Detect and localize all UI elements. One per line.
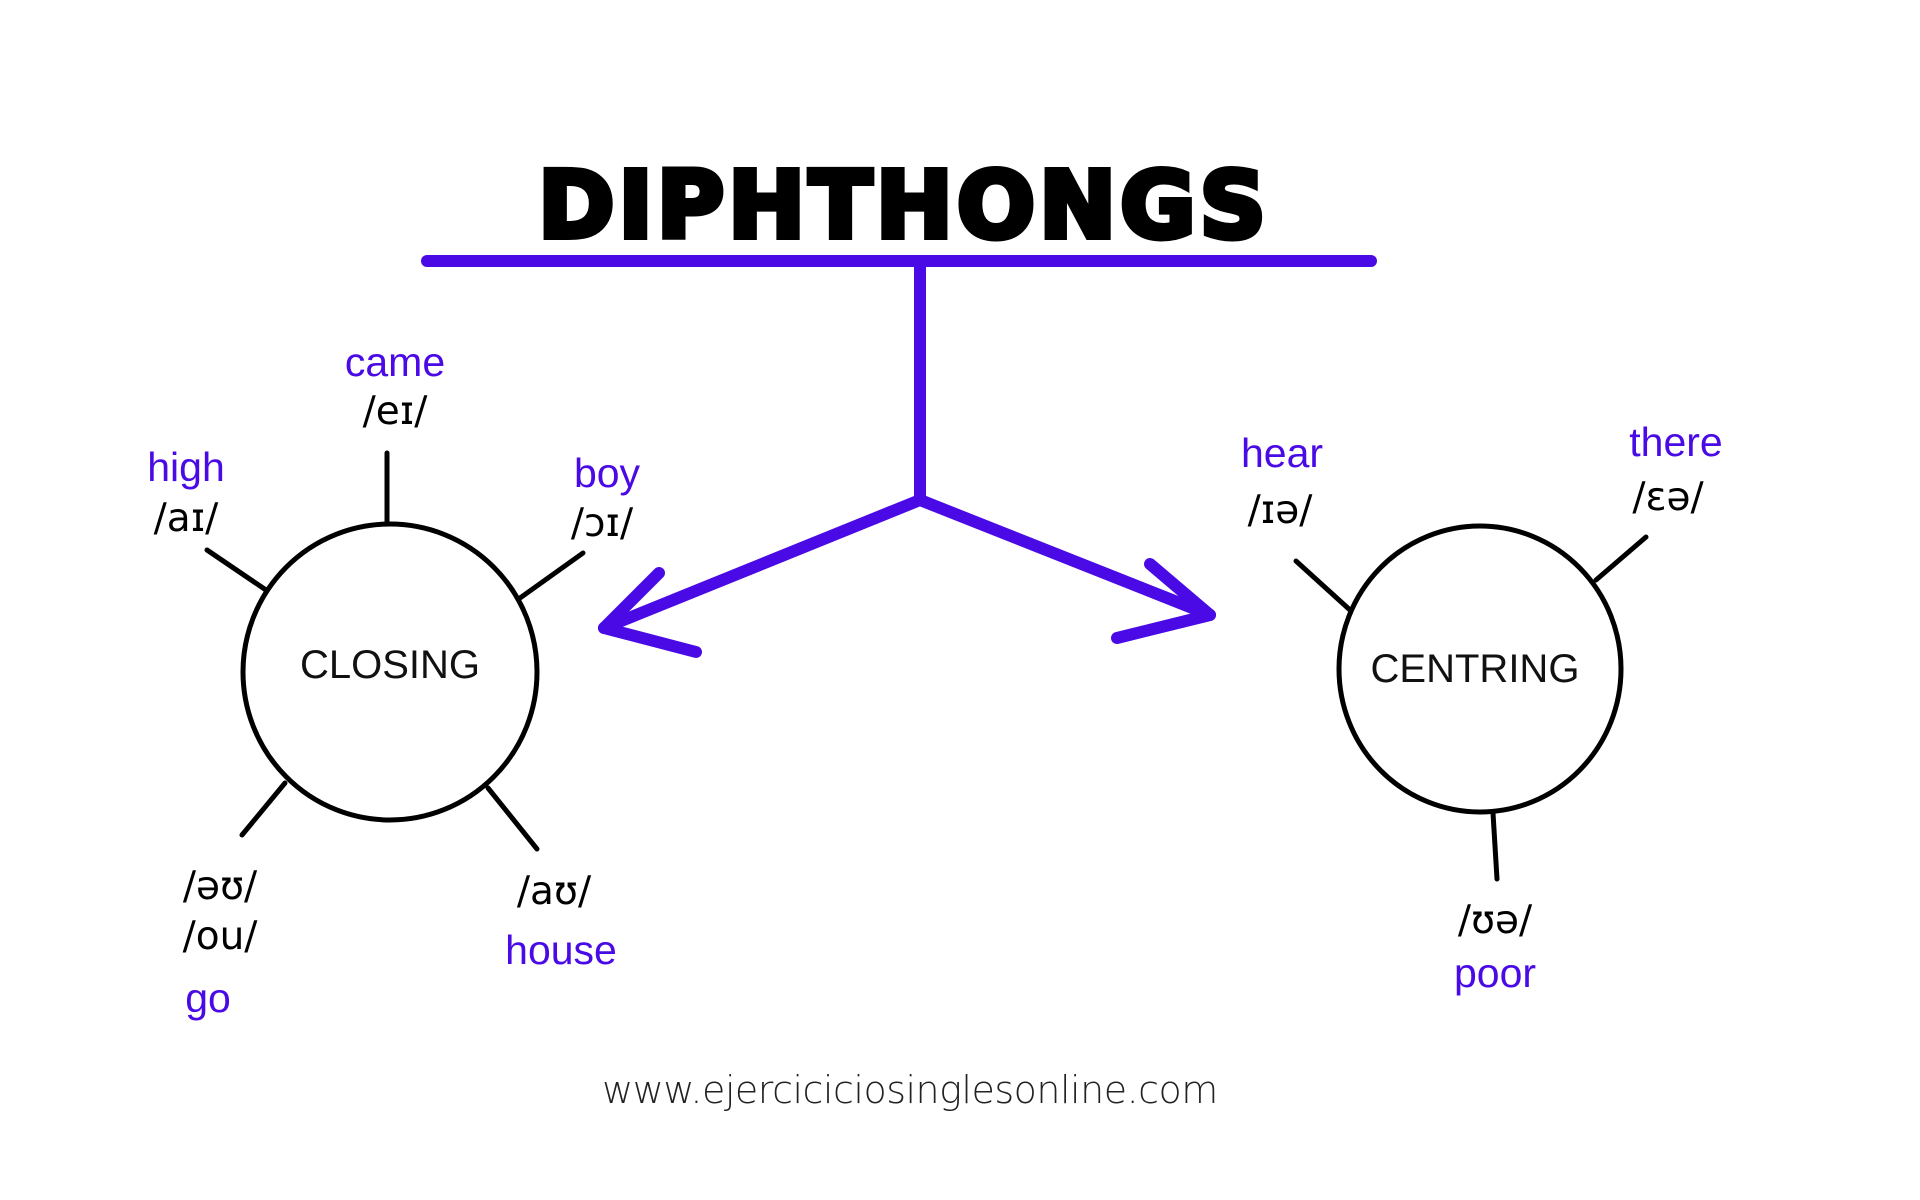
page-title: DIPHTHONGS	[535, 152, 1270, 259]
ipa-came: /eɪ/	[362, 389, 428, 434]
word-house: house	[505, 927, 617, 973]
ipa-high: /aɪ/	[153, 496, 219, 541]
arrow-left-icon	[598, 494, 926, 658]
ipa-go: /əʊ/	[182, 864, 258, 909]
closing-label: CLOSING	[299, 643, 481, 687]
word-hear: hear	[1240, 430, 1324, 476]
ipa-go-alt: /ou/	[182, 914, 258, 959]
word-there: there	[1629, 419, 1723, 465]
ipa-there: /ɛə/	[1632, 475, 1704, 520]
word-came: came	[344, 339, 446, 385]
word-high: high	[147, 444, 225, 490]
ipa-hear: /ɪə/	[1247, 488, 1313, 533]
website-url: www.ejercicicios​inglesonline.com	[602, 1068, 1218, 1112]
closing-circle	[204, 450, 586, 852]
arrow-right-icon	[914, 494, 1216, 644]
word-poor: poor	[1453, 950, 1537, 996]
word-boy: boy	[573, 450, 641, 496]
ipa-boy: /ɔɪ/	[570, 501, 634, 546]
ipa-poor: /ʊə/	[1457, 898, 1533, 943]
word-go: go	[185, 975, 231, 1021]
ipa-house: /aʊ/	[516, 869, 592, 914]
centring-label: CENTRING	[1370, 647, 1580, 691]
centring-circle	[1293, 523, 1649, 882]
